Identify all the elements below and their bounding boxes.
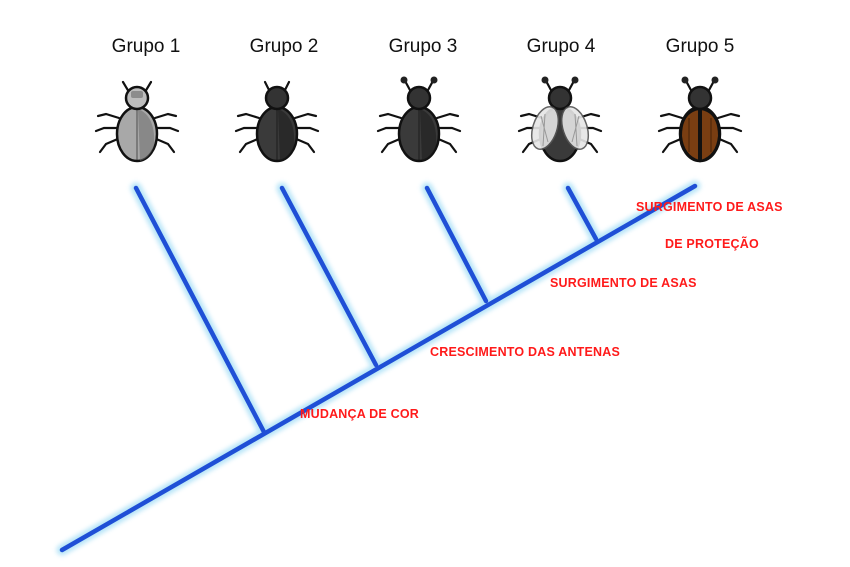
group-label-2: Grupo 2 bbox=[249, 36, 319, 57]
insect-icon-grupo-3 bbox=[376, 76, 462, 163]
trait-label-protective-wings-line2: DE PROTEÇÃO bbox=[665, 237, 759, 251]
insect-icon-grupo-4 bbox=[517, 76, 603, 163]
trait-label-color-change: MUDANÇA DE COR bbox=[300, 407, 419, 421]
trait-label-protective-wings-line1: SURGIMENTO DE ASAS bbox=[636, 200, 783, 214]
branch-grupo-1 bbox=[133, 185, 267, 435]
trait-label-wings: SURGIMENTO DE ASAS bbox=[550, 276, 697, 290]
group-label-4: Grupo 4 bbox=[526, 36, 596, 57]
branch-grupo-3 bbox=[424, 185, 489, 304]
trait-label-antenna-growth: CRESCIMENTO DAS ANTENAS bbox=[430, 345, 621, 359]
branch-grupo-4 bbox=[565, 185, 599, 242]
group-label-3: Grupo 3 bbox=[388, 36, 458, 57]
insect-icon-grupo-2 bbox=[234, 80, 320, 163]
branch-grupo-2 bbox=[279, 185, 379, 368]
group-label-5: Grupo 5 bbox=[665, 36, 735, 57]
group-label-1: Grupo 1 bbox=[111, 36, 181, 57]
main-trunk bbox=[59, 183, 698, 553]
insect-icon-grupo-5 bbox=[657, 76, 743, 163]
insect-icon-grupo-1 bbox=[94, 80, 180, 163]
